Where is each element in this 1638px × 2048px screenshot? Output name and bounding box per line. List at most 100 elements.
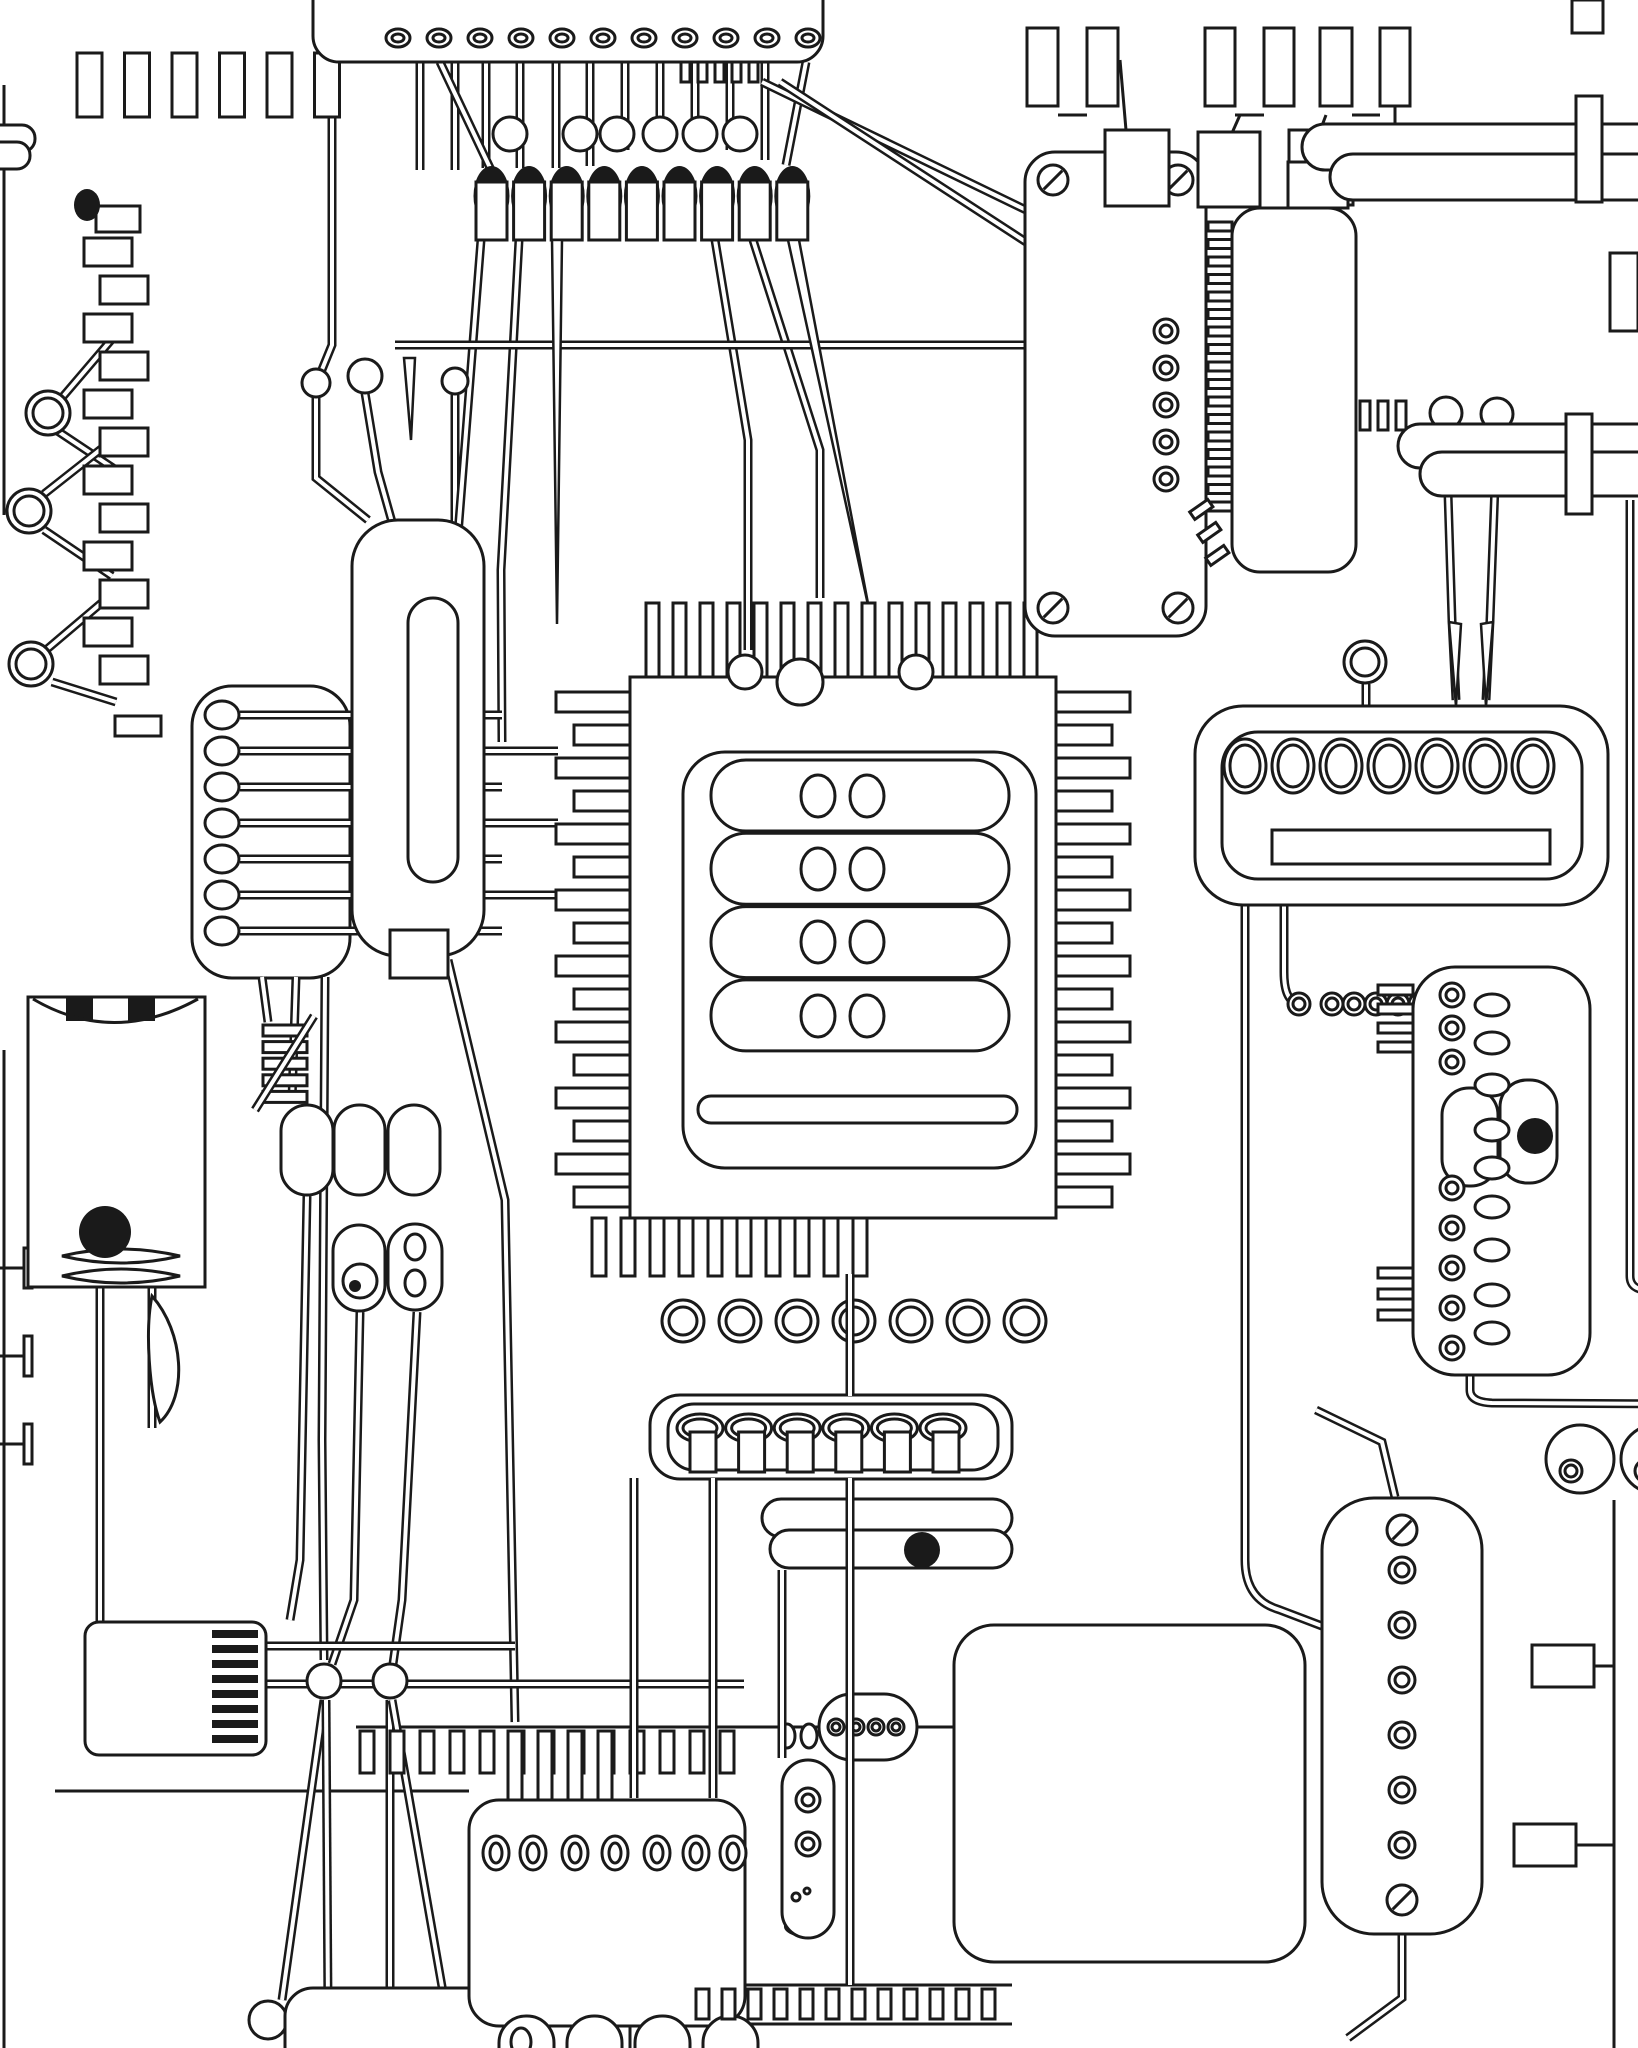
dip-bars-tall-3 <box>596 1729 614 1809</box>
chip-pins-right-long-5 <box>1054 1020 1132 1044</box>
needles-1 <box>550 238 564 625</box>
chip-pins-bottom-2 <box>648 1216 666 1278</box>
tl-notch-1 <box>0 140 32 171</box>
trimmers-3 <box>641 115 679 153</box>
humb-teeth-7 <box>1206 343 1234 355</box>
headstock-screws-0-inner <box>390 32 406 44</box>
tall-pill-rings <box>794 1786 822 1858</box>
dip-bars-0 <box>358 1729 376 1775</box>
lines-14 <box>1118 59 1128 131</box>
conn-rings-2-inner <box>1444 1054 1460 1070</box>
blackdots-4 <box>349 1280 361 1292</box>
top-left-pads-5 <box>313 51 341 119</box>
conn-teeth-5 <box>1376 1287 1415 1301</box>
row-holes-7 <box>848 993 886 1039</box>
capacitor-eye <box>341 1262 379 1300</box>
balls-1 <box>346 357 384 395</box>
pin-header-row-tall <box>506 1729 614 1809</box>
polepieces-4-inner <box>649 1841 665 1865</box>
chip-pins-right-long-1 <box>1054 756 1132 780</box>
trimmers-4 <box>681 115 719 153</box>
blackdots-2 <box>904 1532 940 1568</box>
wiresA-22-core <box>778 80 1028 244</box>
dip-bars-12 <box>718 1729 736 1775</box>
headstock-screws-9-inner <box>759 32 775 44</box>
chip-pins-top-1 <box>671 601 688 679</box>
cap-row-4-body <box>624 180 659 242</box>
xtal-rects-5 <box>1378 26 1412 108</box>
chip-pins-top-11 <box>941 601 958 679</box>
eye-circle-0 <box>341 1262 379 1300</box>
plate4-rings-3-inner <box>890 1721 902 1733</box>
tuner-rings-1-inner <box>12 494 46 528</box>
vpickup-rings-3-inner <box>1393 1726 1411 1744</box>
four-hole-plate-rings <box>826 1717 906 1737</box>
xtal-rects-3 <box>1262 26 1296 108</box>
chip-pins-bottom-9 <box>851 1216 869 1278</box>
chip-pins-right-short-1 <box>1054 789 1114 813</box>
knob-rings-1 <box>1633 1461 1638 1481</box>
capacitor-marks <box>403 1232 427 1298</box>
conn-ovals-7 <box>1473 1282 1511 1308</box>
chip-pins-right-short-2 <box>1054 855 1114 879</box>
vertical-pickup-polepieces <box>1387 1555 1417 1860</box>
vpickup-rings-0-inner <box>1393 1561 1411 1579</box>
string-ellipses-6 <box>203 915 241 947</box>
string-ellipses-5 <box>203 879 241 911</box>
xtal-rects-1 <box>1085 26 1120 108</box>
headstock-screws-4-inner <box>554 32 570 44</box>
tuner-ladder-6 <box>82 464 134 496</box>
chip-vias <box>726 653 935 707</box>
wiresA-12-core <box>784 61 808 166</box>
battery-plate <box>61 1267 181 1285</box>
chip-pins-left-short <box>572 723 632 1209</box>
knob-rings-0-inner <box>1563 1463 1579 1479</box>
cap-row-3-body <box>587 180 622 242</box>
top-left-pads-1 <box>123 51 151 119</box>
row-holes-3 <box>848 846 886 892</box>
conn-teeth-0 <box>1376 983 1415 997</box>
conn-rings-3-inner <box>1444 1180 1460 1196</box>
wiresA-13-core <box>319 117 334 373</box>
misc-rects-8 <box>1512 1822 1578 1868</box>
chip-pins-left-long-2 <box>554 822 632 846</box>
slider-handle <box>1574 94 1604 204</box>
chip-pins-right <box>1054 690 1132 1176</box>
loose-teeth <box>1187 497 1231 568</box>
conn-teeth-2 <box>1376 1021 1415 1035</box>
vpickup-screws-1-slot <box>1391 1889 1413 1911</box>
chip-pins-left-short-2 <box>572 855 632 879</box>
headstock-screws-8-inner <box>718 32 734 44</box>
humb-rings-0-inner <box>1158 323 1174 339</box>
tuner-rings-0-inner <box>31 396 65 430</box>
bridge-saddles-5-screw <box>931 1430 961 1474</box>
chip-pins-left-long-5 <box>554 1020 632 1044</box>
humb-teeth-14 <box>1206 465 1234 478</box>
conn-teeth-6 <box>1376 1308 1415 1322</box>
wiresA-20-core <box>751 239 822 598</box>
conn-ovals-2 <box>1473 1072 1511 1098</box>
polepieces-0-inner <box>488 1841 504 1865</box>
p90-holes-5-inner <box>1468 743 1502 789</box>
humbucker-corner-screws <box>1036 163 1195 625</box>
electrolytic-capacitor-row <box>473 166 811 242</box>
chip-pins-right-long-0 <box>1054 690 1132 714</box>
humb-teeth-12 <box>1206 430 1234 443</box>
humb-teeth-0 <box>1206 220 1234 233</box>
chip-pins-top-0 <box>644 601 661 679</box>
coil-stripes-0 <box>212 1630 258 1638</box>
bottom-comb-0 <box>694 1987 711 2021</box>
comb5-3 <box>261 1073 309 1088</box>
humb-rings-2-inner <box>1158 397 1174 413</box>
tuner-ladder-8 <box>82 540 134 572</box>
chip-pins-top-7 <box>833 601 850 679</box>
slider-handle <box>1564 412 1594 516</box>
bridge-saddles-2-screw <box>785 1430 815 1474</box>
bottom-pills-1 <box>565 2014 624 2048</box>
p90-polepieces <box>1222 737 1556 795</box>
coil-stripes-1 <box>212 1645 258 1653</box>
test-point-balls <box>300 357 1515 432</box>
wiresA-42-core <box>324 1699 330 2009</box>
humb-teeth-8 <box>1206 360 1234 373</box>
chip-pins-right-short-5 <box>1054 1053 1114 1077</box>
